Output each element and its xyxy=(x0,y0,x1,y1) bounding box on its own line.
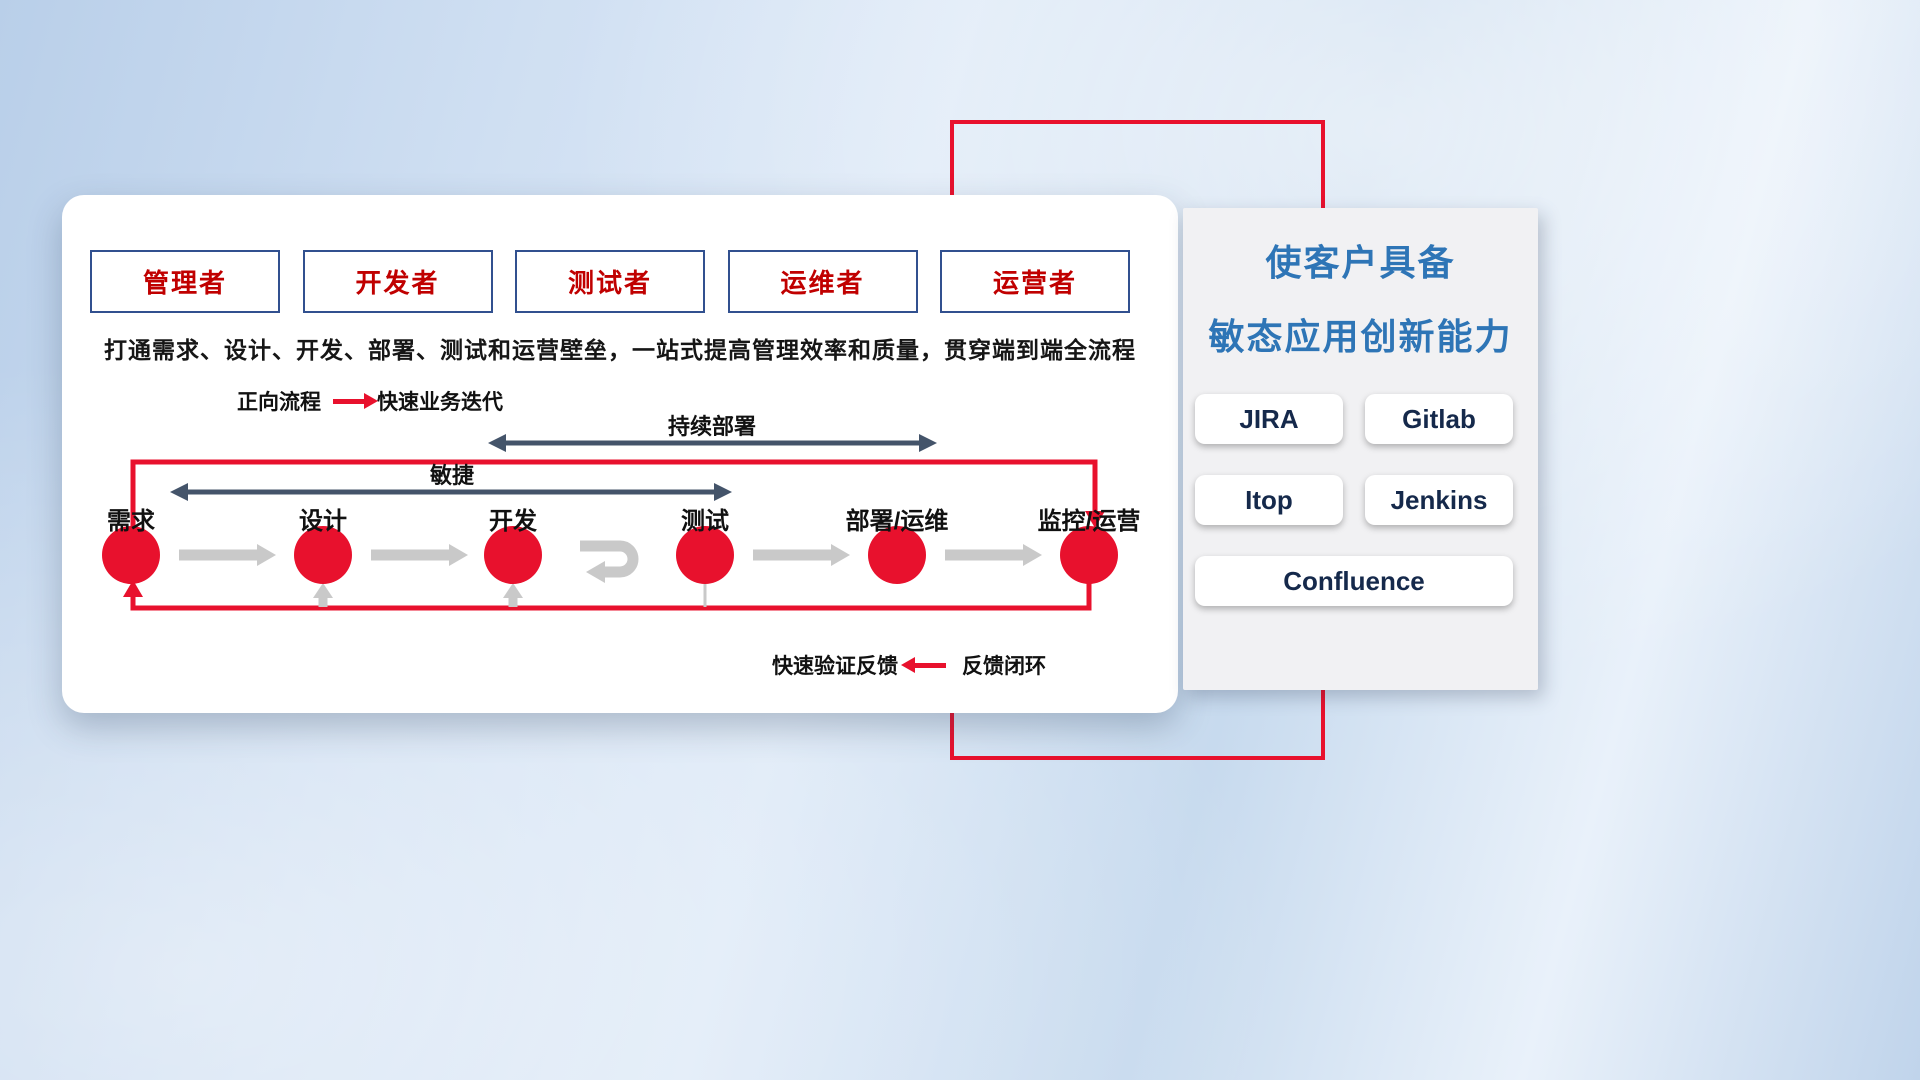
panel-title-line2: 敏态应用创新能力 xyxy=(1208,316,1513,357)
agile-arrowhead-left xyxy=(170,483,188,501)
stage-node-design xyxy=(294,526,352,584)
connector-deploy-monitor-head xyxy=(1023,544,1042,566)
agile-label: 敏捷 xyxy=(429,463,474,488)
role-box-developer: 开发者 xyxy=(302,250,493,313)
tool-chip-jenkins: Jenkins xyxy=(1365,475,1513,525)
role-label-operator: 运营者 xyxy=(992,268,1077,298)
description-text: 打通需求、设计、开发、部署、测试和运营壁垒，一站式提高管理效率和质量，贯穿端到端… xyxy=(104,337,1136,363)
tool-chip-itop: Itop xyxy=(1195,475,1343,525)
design-up-arrowhead xyxy=(313,583,333,598)
role-boxes-row: 管理者 开发者 测试者 运维者 运营者 xyxy=(90,250,1130,313)
stage-label-monitor-operate: 监控/运营 xyxy=(1037,508,1141,535)
feedback-legend: 快速验证反馈 反馈闭环 xyxy=(772,651,1046,679)
role-box-ops: 运维者 xyxy=(727,250,918,313)
feedback-flow-arrowhead xyxy=(123,580,143,597)
feedback-flow-line xyxy=(130,581,1092,611)
stage-label-testing: 测试 xyxy=(681,508,729,535)
role-label-developer: 开发者 xyxy=(355,268,440,298)
flow-diagram xyxy=(102,434,1118,611)
tool-chip-gitlab: Gitlab xyxy=(1365,394,1513,444)
loop-arrowhead xyxy=(586,561,605,583)
stage-label-requirements: 需求 xyxy=(107,508,155,535)
stage-label-development: 开发 xyxy=(489,508,537,535)
stage-node-monitor-operate xyxy=(1060,526,1118,584)
connector-design-dev-head xyxy=(449,544,468,566)
role-box-tester: 测试者 xyxy=(515,250,705,313)
connector-req-design-head xyxy=(257,544,276,566)
capability-panel: 使客户具备 敏态应用创新能力 JIRA Gitlab Itop Jenkins … xyxy=(1183,208,1538,690)
role-box-operator: 运营者 xyxy=(940,250,1130,313)
tool-chip-confluence: Confluence xyxy=(1195,556,1513,606)
forward-flow-line xyxy=(130,459,1098,529)
role-label-manager: 管理者 xyxy=(142,268,227,298)
stage-label-design: 设计 xyxy=(299,508,347,535)
connector-test-deploy-head xyxy=(831,544,850,566)
panel-title-line1: 使客户具备 xyxy=(1265,242,1456,283)
cd-arrowhead-left xyxy=(488,434,506,452)
forward-arrow-icon xyxy=(333,392,378,409)
forward-flow-caption: 快速业务迭代 xyxy=(377,391,503,414)
cd-arrowhead-right xyxy=(919,434,937,452)
stage-node-deploy-ops xyxy=(868,526,926,584)
stage-node-development xyxy=(484,526,542,584)
role-label-tester: 测试者 xyxy=(567,268,652,298)
feedback-label: 反馈闭环 xyxy=(962,655,1046,678)
feedback-caption: 快速验证反馈 xyxy=(772,655,898,678)
agile-arrowhead-right xyxy=(714,483,732,501)
role-box-manager: 管理者 xyxy=(90,250,280,313)
role-label-ops: 运维者 xyxy=(780,268,865,298)
tool-chip-jira: JIRA xyxy=(1195,394,1343,444)
stage-label-deploy-ops: 部署/运维 xyxy=(845,508,949,535)
stage-node-requirements xyxy=(102,526,160,584)
feedback-arrow-icon xyxy=(901,656,946,673)
forward-flow-legend: 正向流程 快速业务迭代 xyxy=(237,387,503,415)
continuous-deploy-label: 持续部署 xyxy=(667,414,756,439)
stage-node-testing xyxy=(676,526,734,584)
dev-up-arrowhead xyxy=(503,583,523,598)
devops-flow-card: 管理者 开发者 测试者 运维者 运营者 打通需求、设计、开发、部署、测试和运营壁… xyxy=(62,195,1178,713)
loop-arrow-icon xyxy=(580,540,639,578)
forward-flow-label: 正向流程 xyxy=(237,391,321,414)
forward-flow-arrowhead xyxy=(1085,511,1105,528)
